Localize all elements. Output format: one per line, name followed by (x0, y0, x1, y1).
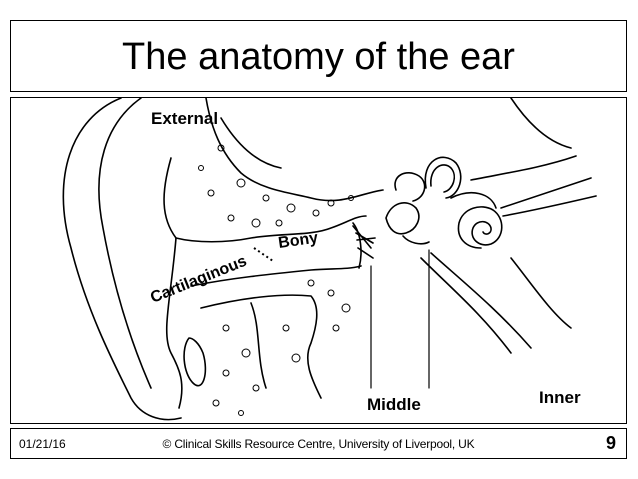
semicircular-canal-1 (424, 156, 462, 199)
cochlea (457, 206, 503, 249)
eustachian-tube (420, 257, 512, 354)
label-external: External (151, 109, 218, 128)
footer-date: 01/21/16 (19, 437, 66, 451)
tympanic-membrane (352, 222, 362, 269)
semicircular-canal-2 (394, 172, 426, 202)
footer: 01/21/16 © Clinical Skills Resource Cent… (10, 428, 627, 459)
pinna-outline (62, 98, 182, 421)
canal-lower-wall (190, 265, 362, 287)
temporal-bone-upper (205, 98, 384, 202)
page-number: 9 (605, 433, 616, 453)
ear-illustration: External Bony Cartilaginous Middle Inner (62, 98, 597, 421)
canal-divider (253, 247, 274, 262)
title-box: The anatomy of the ear (10, 20, 627, 92)
concha (165, 237, 183, 409)
temporal-bone-lower (200, 294, 322, 399)
tragus (183, 337, 207, 387)
label-bony: Bony (277, 230, 319, 252)
pinna-antihelix (163, 157, 177, 239)
auditory-nerve (500, 177, 592, 209)
ossicles (385, 202, 420, 235)
slide-title: The anatomy of the ear (122, 36, 515, 78)
footer-copyright: © Clinical Skills Resource Centre, Unive… (162, 437, 475, 451)
label-middle: Middle (367, 395, 421, 414)
label-inner: Inner (539, 388, 581, 407)
ear-diagram: External Bony Cartilaginous Middle Inner (10, 97, 627, 424)
pinna-helix (98, 98, 152, 389)
canal-upper-wall (175, 215, 367, 243)
